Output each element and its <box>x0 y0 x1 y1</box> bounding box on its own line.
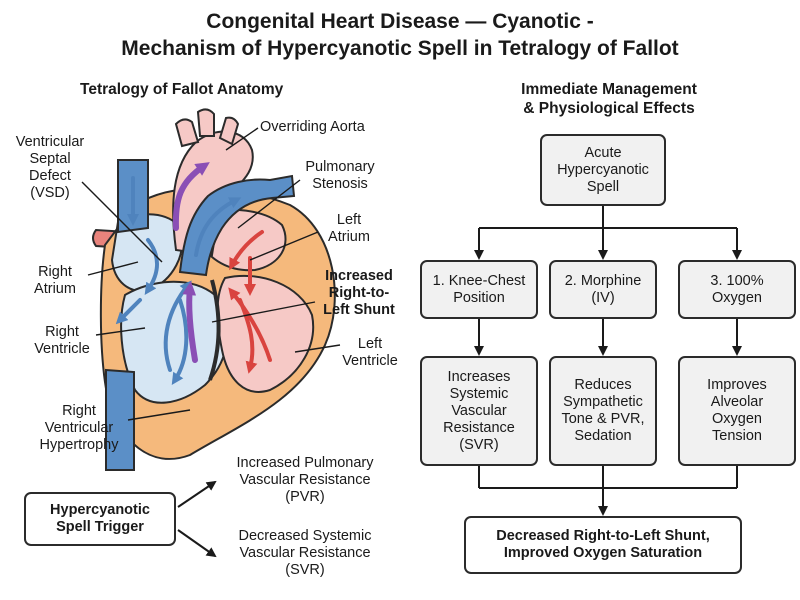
trigger-effect-svr: Decreased Systemic Vascular Resistance (… <box>218 528 392 579</box>
pulmonary-trunk <box>178 174 296 277</box>
management-heading: Immediate Management & Physiological Eff… <box>478 80 740 118</box>
label-pulmonary-stenosis: Pulmonary Stenosis <box>300 159 380 193</box>
ventricular-septum <box>208 279 221 381</box>
leader-shunt <box>211 301 316 323</box>
label-overriding-aorta: Overriding Aorta <box>260 119 365 135</box>
label-increased-shunt-line-1: Increased <box>325 268 393 284</box>
flow-arrow-ra <box>115 298 142 325</box>
anatomy-heading: Tetralogy of Fallot Anatomy <box>80 81 284 98</box>
label-right-ventricle-line-2: Ventricle <box>34 341 90 357</box>
trigger-effect-svr-line-2: Vascular Resistance <box>239 545 371 561</box>
label-left-atrium-line-1: Left <box>336 212 362 228</box>
leader-right-ventricle <box>95 327 146 336</box>
trigger-effect-svr-line-1: Decreased Systemic <box>238 528 372 544</box>
trigger-arrows <box>177 480 217 558</box>
leader-right-atrium <box>87 261 139 276</box>
box-step-3: 3. 100% Oxygen <box>678 260 796 319</box>
flow-arrow-shunt <box>182 281 198 363</box>
label-increased-shunt: Increased Right-to- Left Shunt <box>312 268 406 319</box>
box-outcome: Decreased Right-to-Left Shunt, Improved … <box>464 516 742 574</box>
label-right-atrium-line-1: Right <box>38 264 72 280</box>
box-step-1: 1. Knee-Chest Position <box>420 260 538 319</box>
box-outcome-text: Decreased Right-to-Left Shunt, Improved … <box>496 528 710 561</box>
label-left-atrium-line-2: Atrium <box>328 229 370 245</box>
box-step-2: 2. Morphine (IV) <box>549 260 657 319</box>
label-vsd-line-3: Defect <box>29 168 71 184</box>
box-step-3-text: 3. 100% Oxygen <box>710 272 764 306</box>
trigger-effect-svr-line-3: (SVR) <box>285 562 325 578</box>
label-pulmonary-stenosis-line-1: Pulmonary <box>305 159 375 175</box>
right-atrium <box>110 213 184 292</box>
box-effect-2: Reduces Sympathetic Tone & PVR, Sedation <box>549 356 657 466</box>
label-right-ventricle-line-1: Right <box>45 324 79 340</box>
label-increased-shunt-line-2: Right-to- <box>328 285 390 301</box>
label-vsd: Ventricular Septal Defect (VSD) <box>8 134 92 202</box>
trigger-effect-pvr-line-2: Vascular Resistance <box>239 472 371 488</box>
label-leader-lines <box>81 127 341 421</box>
flow-arrow-pulmonary <box>194 197 242 257</box>
trigger-arrow-down <box>177 529 217 558</box>
label-left-ventricle-line-1: Left <box>357 336 383 352</box>
aortic-branch-1 <box>174 118 200 148</box>
label-right-atrium-line-2: Atrium <box>34 281 76 297</box>
box-acute-spell-text: Acute Hypercyanotic Spell <box>557 144 649 195</box>
label-left-ventricle-line-2: Ventricle <box>342 353 398 369</box>
flowchart-connectors <box>474 206 742 516</box>
aortic-branch-3 <box>218 116 240 146</box>
trigger-box-line-1: Hypercyanotic <box>50 502 150 518</box>
flow-arrow-la <box>229 230 264 271</box>
box-step-1-text: 1. Knee-Chest Position <box>432 272 526 306</box>
label-rv-hypertrophy-line-3: Hypertrophy <box>39 437 119 453</box>
label-rv-hypertrophy-line-1: Right <box>62 403 96 419</box>
label-vsd-line-1: Ventricular <box>15 134 85 150</box>
trigger-box-line-2: Spell Trigger <box>56 519 144 535</box>
label-vsd-line-2: Septal <box>29 151 71 167</box>
box-acute-spell: Acute Hypercyanotic Spell <box>540 134 666 206</box>
box-step-2-text: 2. Morphine (IV) <box>564 272 642 306</box>
leader-aorta <box>225 127 259 151</box>
main-title: Congenital Heart Disease — Cyanotic - Me… <box>0 8 800 62</box>
title-line-1: Congenital Heart Disease — Cyanotic - <box>206 10 594 33</box>
label-rv-hypertrophy-line-2: Ventricular <box>44 420 114 436</box>
flow-arrow-rv-down <box>171 298 189 386</box>
label-right-ventricle: Right Ventricle <box>24 324 100 358</box>
box-effect-1-text: Increases Systemic Vascular Resistance (… <box>443 368 515 453</box>
trigger-arrow-up <box>177 480 217 508</box>
label-increased-shunt-line-3: Left Shunt <box>323 302 395 318</box>
trigger-box: Hypercyanotic Spell Trigger <box>24 492 176 546</box>
management-heading-line-1: Immediate Management <box>521 81 697 98</box>
box-effect-1: Increases Systemic Vascular Resistance (… <box>420 356 538 466</box>
flow-arrow-aorta <box>172 162 210 231</box>
label-vsd-line-4: (VSD) <box>30 185 70 201</box>
trigger-effect-pvr-line-3: (PVR) <box>285 489 325 505</box>
aortic-branch-2 <box>196 108 215 137</box>
flow-arrow-lv-up <box>228 287 272 362</box>
title-line-2: Mechanism of Hypercyanotic Spell in Tetr… <box>121 37 679 60</box>
leader-rv-hypertrophy <box>127 409 191 421</box>
box-effect-2-text: Reduces Sympathetic Tone & PVR, Sedation <box>561 377 645 444</box>
trigger-effect-pvr-line-1: Increased Pulmonary <box>236 455 374 471</box>
box-effect-3: Improves Alveolar Oxygen Tension <box>678 356 796 466</box>
flow-arrow-ra-down <box>144 238 159 295</box>
management-heading-line-2: & Physiological Effects <box>523 100 695 117</box>
inferior-vena-cava <box>105 368 135 471</box>
label-left-atrium: Left Atrium <box>318 212 380 246</box>
label-left-ventricle: Left Ventricle <box>330 336 410 370</box>
leader-left-atrium <box>249 231 319 261</box>
leader-left-ventricle <box>294 344 341 353</box>
heart-illustration <box>92 108 336 471</box>
trigger-effect-pvr: Increased Pulmonary Vascular Resistance … <box>218 455 392 506</box>
leader-vsd <box>81 181 163 263</box>
box-effect-3-text: Improves Alveolar Oxygen Tension <box>707 377 767 444</box>
blood-flow-arrows <box>115 162 272 386</box>
label-pulmonary-stenosis-line-2: Stenosis <box>312 176 368 192</box>
label-right-atrium: Right Atrium <box>22 264 88 298</box>
leader-pulmonary-stenosis <box>237 179 301 229</box>
label-rv-hypertrophy: Right Ventricular Hypertrophy <box>26 403 132 454</box>
